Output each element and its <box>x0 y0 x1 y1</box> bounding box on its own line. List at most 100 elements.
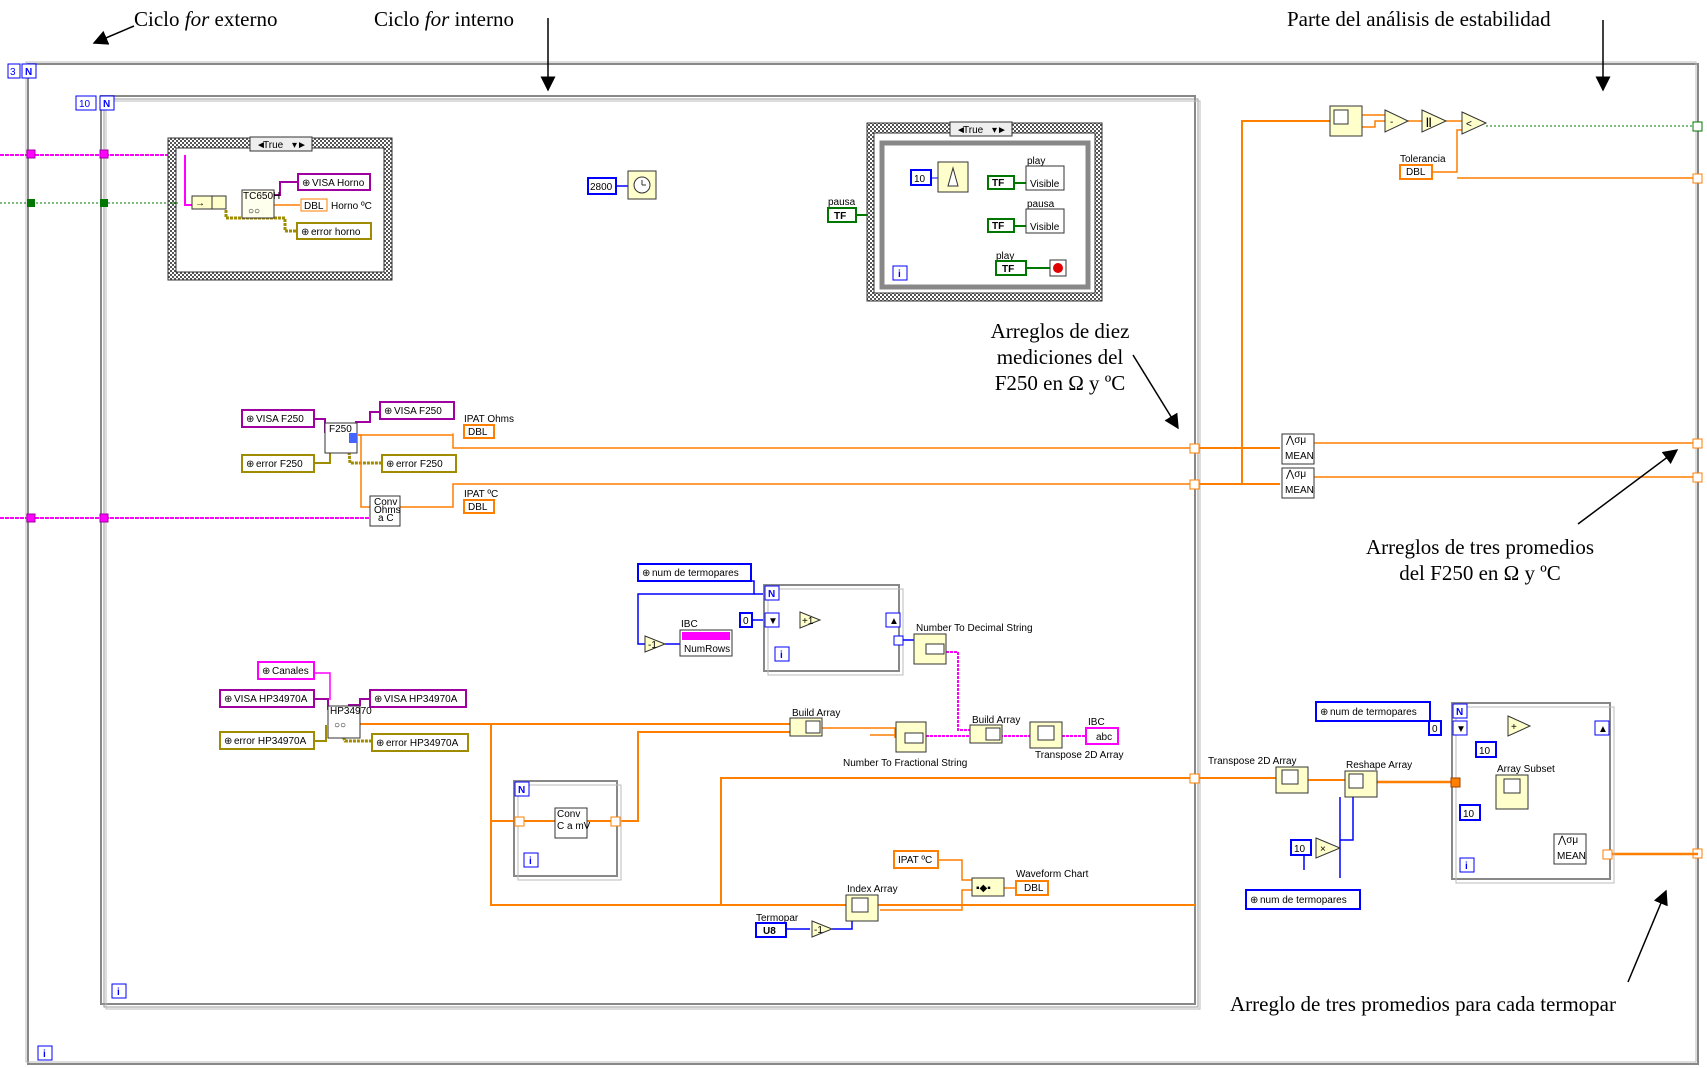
build-array-1[interactable]: Build Array <box>789 708 840 737</box>
num-termopares-control-3[interactable]: ⊕ num de termopares <box>1245 889 1361 910</box>
stability-array-node[interactable] <box>1329 105 1363 137</box>
svg-text:DBL: DBL <box>1024 883 1044 894</box>
wait-ms-icon[interactable] <box>627 170 657 200</box>
visa-shift-wire-bottom[interactable] <box>0 513 372 523</box>
ipat-ohms-indicator: IPAT Ohms DBL <box>463 414 514 439</box>
array-subset[interactable]: Array Subset <box>1495 764 1555 810</box>
ibc-output-tunnel <box>893 635 904 646</box>
outer-for-loop[interactable] <box>25 61 1699 1065</box>
case-selector-pause[interactable]: ◄ True ▾► <box>949 121 1013 137</box>
oven-node-small[interactable]: → <box>191 195 227 210</box>
transpose-2d-array-2[interactable]: Transpose 2D Array <box>1208 756 1309 794</box>
annotation-arrows <box>92 18 1679 983</box>
svg-text:⊕: ⊕ <box>1250 895 1258 906</box>
number-to-fractional-string[interactable]: Number To Fractional String <box>843 721 967 769</box>
svg-text:Tolerancia: Tolerancia <box>1400 154 1446 165</box>
ipat-c-control-chart[interactable]: IPAT ºC <box>893 850 939 869</box>
ten-const-b[interactable]: 10 <box>1475 741 1497 758</box>
add-node[interactable]: + <box>1507 715 1532 737</box>
f250-three-line2: del F250 en Ω y ºC <box>1399 561 1561 585</box>
svg-text:Termopar: Termopar <box>756 913 799 924</box>
svg-text:▲: ▲ <box>889 616 899 627</box>
svg-text:NumRows: NumRows <box>684 644 730 655</box>
increment-node[interactable]: +1 <box>799 611 822 629</box>
bundle-node[interactable]: ▪◆▪ <box>971 877 1005 897</box>
svg-text:Build Array: Build Array <box>972 715 1020 726</box>
num-termopares-control-2[interactable]: ⊕ num de termopares <box>1315 701 1431 722</box>
svg-text:▪◆▪: ▪◆▪ <box>976 883 991 894</box>
outer-loop-count-terminal: 3 N <box>7 63 37 79</box>
svg-text:MEAN: MEAN <box>1557 851 1586 862</box>
build-array-2[interactable]: Build Array <box>969 715 1020 744</box>
inner-for-loop[interactable] <box>100 95 1201 1010</box>
decrement-node-2[interactable]: -1 <box>811 920 834 938</box>
pausa-visible-property[interactable]: TF pausa Visible <box>987 199 1065 234</box>
play-stop-condition[interactable]: play TF <box>995 251 1067 277</box>
tolerancia-control[interactable]: Tolerancia DBL <box>1399 154 1446 180</box>
svg-text:Visible: Visible <box>1030 179 1060 190</box>
decrement-node-1[interactable]: -1 <box>644 635 667 653</box>
svg-text:TF: TF <box>834 211 846 222</box>
canales-control[interactable]: ⊕ Canales <box>257 661 315 680</box>
ibc-string-property[interactable]: IBC abc <box>1085 717 1119 745</box>
case-selector-oven[interactable]: ◄ True ▾► <box>249 136 313 152</box>
wait-constant[interactable]: 2800 <box>587 177 628 195</box>
f250-ten-line3: F250 en Ω y ºC <box>994 371 1126 395</box>
svg-text:num de termopares: num de termopares <box>652 568 739 579</box>
conv-c-mv-subvi[interactable]: Conv C a mV <box>554 807 591 839</box>
svg-text:N: N <box>1456 707 1463 718</box>
mean-node-thermo[interactable]: ⋀σμ MEAN <box>1553 833 1587 865</box>
tc650h-vi[interactable]: TC650H ○○ <box>241 189 280 219</box>
index-array[interactable]: Index Array <box>845 884 898 922</box>
wait-pause-const[interactable]: 10 <box>910 161 969 193</box>
svg-text:▲: ▲ <box>1598 724 1608 735</box>
inner-loop-count-terminal: 10 N <box>75 95 115 111</box>
conv-ohms-c-subvi[interactable]: Conv Ohms a C <box>369 495 401 527</box>
svg-text:a C: a C <box>378 513 394 524</box>
error-f250-control[interactable]: ⊕ error F250 <box>241 454 315 473</box>
visa-f250-control[interactable]: ⊕ VISA F250 <box>241 409 315 428</box>
zero-const-2[interactable]: 0 <box>1428 720 1442 736</box>
mean-node-c[interactable]: ⋀σμ MEAN <box>1281 467 1315 499</box>
num-termopares-control-1[interactable]: ⊕ num de termopares <box>637 563 752 582</box>
f250-vi[interactable]: F250 <box>324 422 358 454</box>
svg-text:True: True <box>963 125 984 136</box>
less-than-node[interactable]: < <box>1461 111 1488 135</box>
play-visible-property[interactable]: TF play Visible <box>987 156 1065 191</box>
ten-const-a[interactable]: 10 <box>1290 839 1312 856</box>
f250-ten-line1: Arreglos de diez <box>990 319 1130 343</box>
horno-c-indicator: DBL Horno ºC <box>300 198 372 212</box>
svg-text:⊕: ⊕ <box>1320 707 1328 718</box>
ten-const-c[interactable]: 10 <box>1459 804 1481 821</box>
thermo-loop-iteration: i <box>1459 857 1475 873</box>
svg-text:⊕: ⊕ <box>386 459 394 470</box>
error-hp-control[interactable]: ⊕ error HP34970A <box>219 731 315 750</box>
termopar-control[interactable]: Termopar U8 <box>755 913 799 938</box>
svg-text:TF: TF <box>992 178 1004 189</box>
visa-hp-control[interactable]: ⊕ VISA HP34970A <box>219 689 315 708</box>
svg-text:error horno: error horno <box>311 227 361 238</box>
svg-text:▾►: ▾► <box>292 140 307 151</box>
transpose-2d-array-1[interactable]: Transpose 2D Array <box>1029 721 1124 761</box>
zero-const-1[interactable]: 0 <box>739 612 753 628</box>
pausa-control[interactable]: pausa TF <box>827 197 868 223</box>
mean-node-ohms[interactable]: ⋀σμ MEAN <box>1281 433 1315 465</box>
multiply-node[interactable]: × <box>1315 837 1342 859</box>
svg-text:⊕: ⊕ <box>262 666 270 677</box>
ibc-numrows-property[interactable]: IBC NumRows <box>679 619 733 657</box>
visa-shift-wire-top[interactable] <box>0 149 185 159</box>
svg-text:num de termopares: num de termopares <box>1330 707 1417 718</box>
svg-text:i: i <box>780 650 783 661</box>
abs-node[interactable]: || <box>1421 109 1448 133</box>
number-to-decimal-string[interactable]: Number To Decimal String <box>913 623 1033 665</box>
thermo-for-loop[interactable] <box>1451 702 1615 884</box>
reshape-array[interactable]: Reshape Array <box>1344 760 1412 798</box>
f250-ten-annotation: Arreglos de diez mediciones del F250 en … <box>960 318 1160 396</box>
error-shift-wire-top[interactable] <box>0 199 170 207</box>
svg-text:pausa: pausa <box>1027 199 1055 210</box>
svg-text:Conv: Conv <box>557 809 580 820</box>
error-f250-indicator: ⊕ error F250 <box>381 454 457 473</box>
hp34970-vi[interactable]: HP34970 ○○ <box>327 705 372 739</box>
subtract-node[interactable]: - <box>1384 109 1410 133</box>
